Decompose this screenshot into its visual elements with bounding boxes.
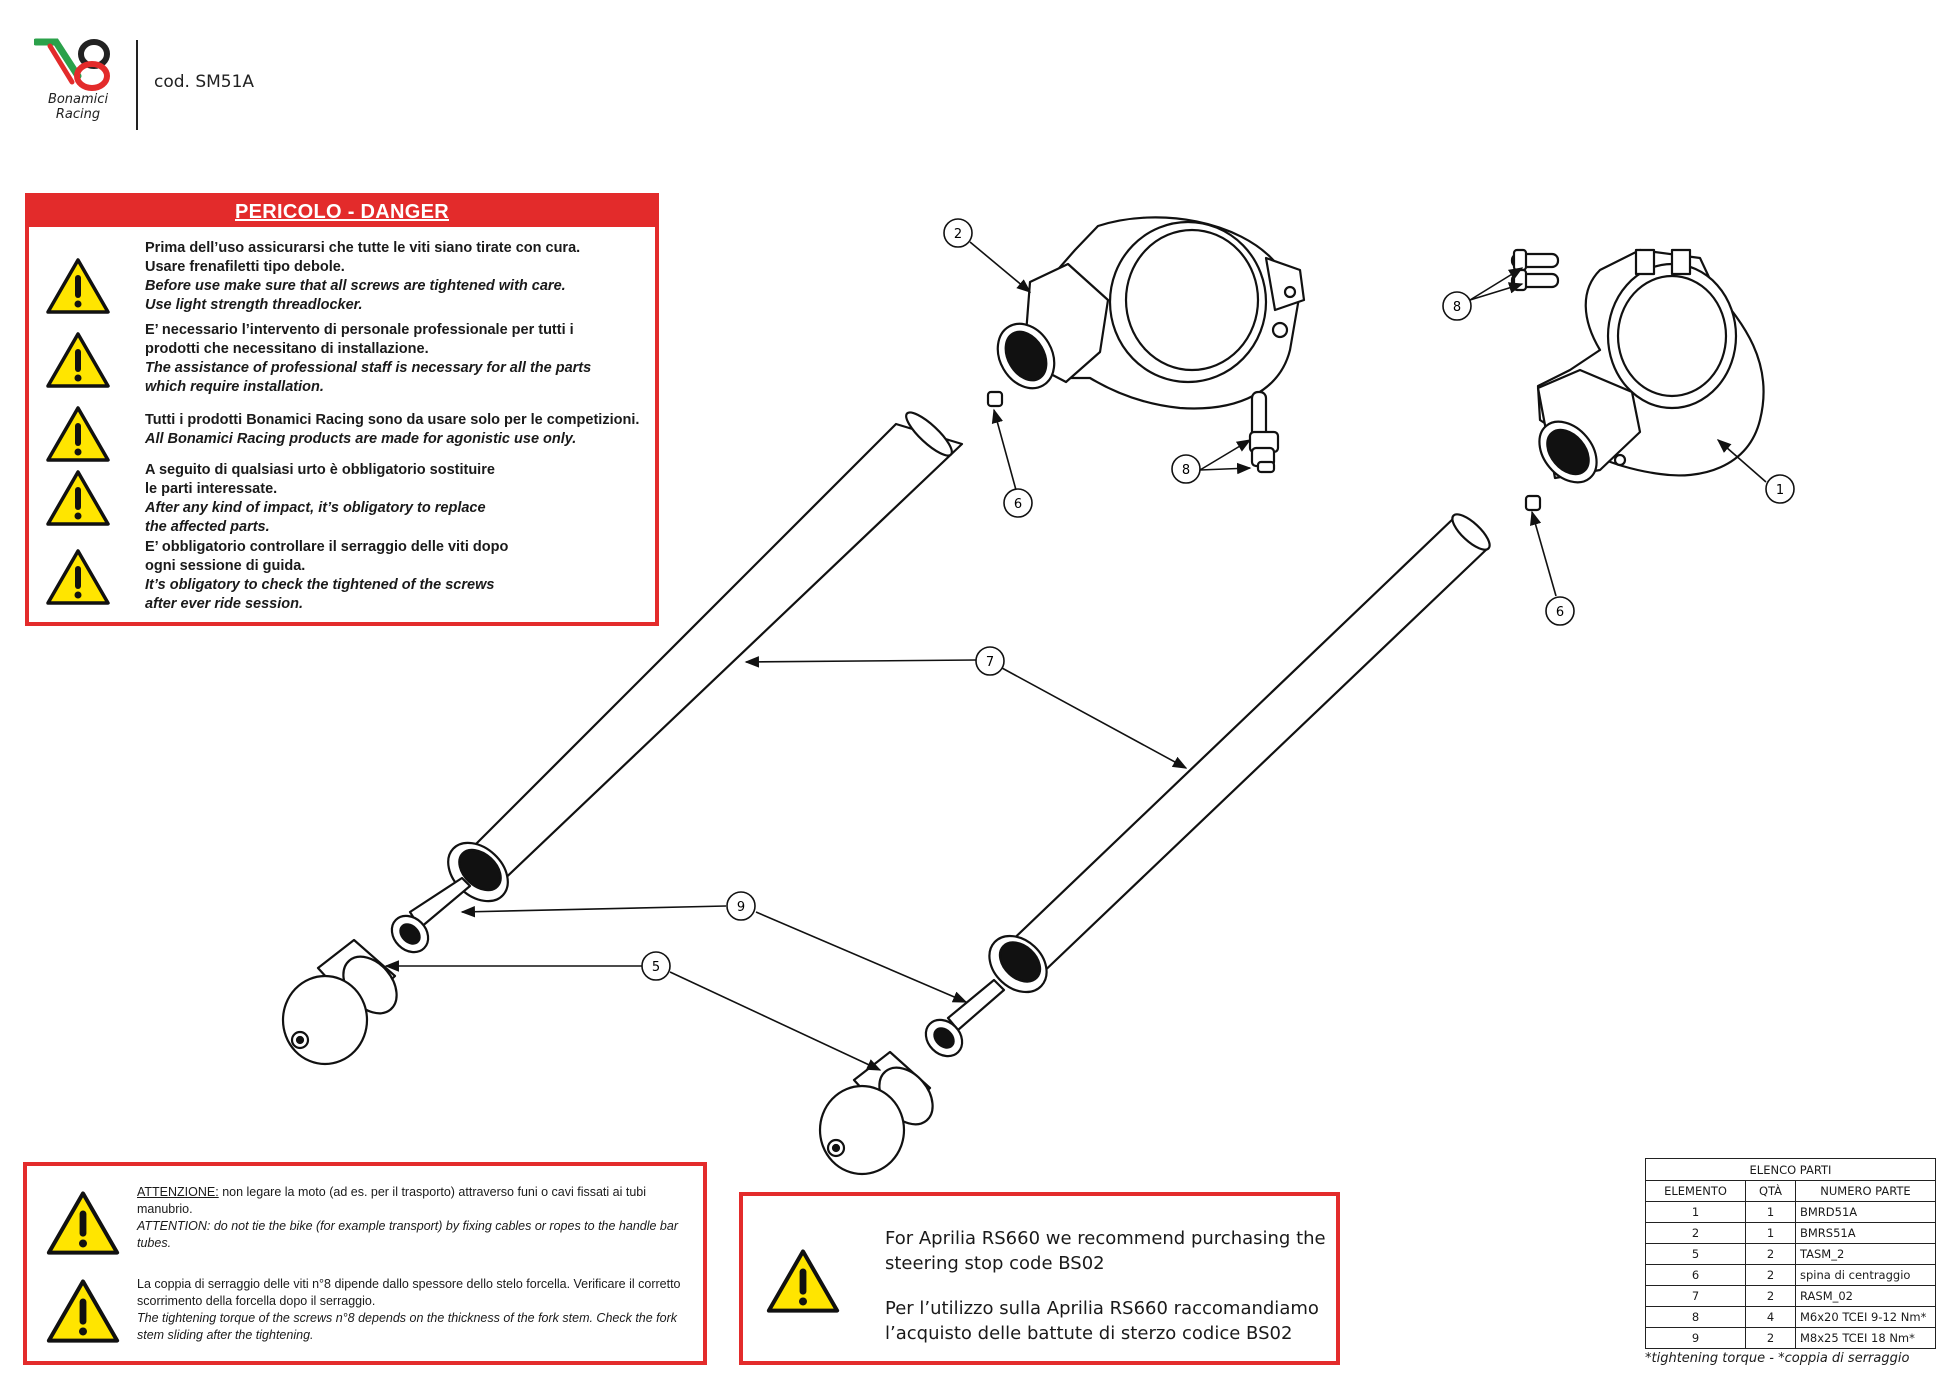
callout-number: 8: [1182, 463, 1190, 478]
header-divider: [136, 40, 138, 130]
callout-number: 1: [1776, 483, 1784, 498]
bar-end-cap: [818, 1050, 934, 1176]
recommendation-en: For Aprilia RS660 we recommend purchasin…: [885, 1228, 1326, 1274]
danger-item-it: E’ obbligatorio controllare il serraggio…: [145, 539, 509, 555]
bar-end-cap: [281, 938, 398, 1066]
attention-item: La coppia di serraggio delle viti n°8 di…: [27, 1276, 703, 1356]
centering-pin: [986, 390, 1004, 408]
recommendation-panel: For Aprilia RS660 we recommend purchasin…: [739, 1192, 1340, 1365]
handlebar-tube-left: [447, 411, 964, 903]
brand-logo: Bonamici Racing: [28, 36, 128, 128]
callout: 7: [975, 646, 1005, 676]
danger-item-it: ogni sessione di guida.: [145, 558, 306, 574]
qty-cell: 2: [1745, 1327, 1796, 1349]
part-number-cell: RASM_02: [1795, 1285, 1936, 1307]
column-header: QTÀ: [1745, 1180, 1796, 1202]
danger-item-it: prodotti che necessitano di installazion…: [145, 341, 429, 357]
danger-item: Tutti i prodotti Bonamici Racing sono da…: [29, 406, 655, 462]
callout-number: 6: [1556, 605, 1564, 620]
clamp-screw: [1248, 390, 1280, 474]
callout: 1: [1765, 474, 1795, 504]
danger-item: E’ obbligatorio controllare il serraggio…: [29, 538, 655, 618]
handlebar-tube-right: [988, 513, 1491, 994]
parts-header-row: ELEMENTO QTÀ NUMERO PARTE: [1645, 1180, 1936, 1202]
danger-item-en: Before use make sure that all screws are…: [145, 278, 566, 294]
part-number-cell: M8x25 TCEI 18 Nm*: [1795, 1327, 1936, 1349]
danger-item-en: the affected parts.: [145, 519, 270, 535]
danger-item-en: It’s obligatory to check the tightened o…: [145, 577, 495, 593]
attention-item: ATTENZIONE: non legare la moto (ad es. p…: [27, 1184, 703, 1264]
torque-text-en: The tightening torque of the screws n°8 …: [137, 1311, 678, 1342]
clamp-screw: [1510, 248, 1560, 292]
top-clamp-left: [996, 216, 1306, 410]
danger-item-it: Tutti i prodotti Bonamici Racing sono da…: [145, 412, 640, 428]
leader-lines: [384, 241, 1767, 1071]
danger-item: A seguito di qualsiasi urto è obbligator…: [29, 461, 655, 539]
warning-triangle-icon: [46, 332, 110, 388]
callout-number: 2: [954, 227, 962, 242]
warning-triangle-icon: [46, 1279, 120, 1343]
danger-item-en: The assistance of professional staff is …: [145, 360, 592, 376]
torque-footnote: *tightening torque - *coppia di serraggi…: [1645, 1351, 1910, 1366]
danger-item: Prima dell’uso assicurarsi che tutte le …: [29, 239, 655, 317]
danger-item: E’ necessario l’intervento di personale …: [29, 321, 655, 401]
part-number-cell: BMRS51A: [1795, 1222, 1936, 1244]
parts-list-table: ELENCO PARTI ELEMENTO QTÀ NUMERO PARTE 1…: [1645, 1158, 1936, 1349]
attention-panel: ATTENZIONE: non legare la moto (ad es. p…: [23, 1162, 707, 1365]
danger-item-en: which require installation.: [145, 379, 324, 395]
parts-list-title: ELENCO PARTI: [1645, 1158, 1936, 1181]
column-header: NUMERO PARTE: [1795, 1180, 1936, 1202]
callout-number: 5: [652, 960, 660, 975]
callout: 2: [943, 218, 973, 248]
bar-end-bolt: [924, 978, 1006, 1058]
danger-title: PERICOLO - DANGER: [29, 197, 655, 227]
callout-number: 6: [1014, 497, 1022, 512]
attention-text-en: ATTENTION: do not tie the bike (for exam…: [137, 1219, 678, 1250]
warning-triangle-icon: [766, 1249, 840, 1313]
torque-text-it: La coppia di serraggio delle viti n°8 di…: [137, 1277, 681, 1308]
callout: 5: [641, 951, 671, 981]
callout: 8: [1442, 291, 1472, 321]
attention-text-it: non legare la moto (ad es. per il traspo…: [137, 1185, 647, 1216]
danger-item-it: Prima dell’uso assicurarsi che tutte le …: [145, 240, 581, 256]
danger-item-it: Usare frenafiletti tipo debole.: [145, 259, 345, 275]
danger-item-it: E’ necessario l’intervento di personale …: [145, 322, 574, 338]
product-code: cod. SM51A: [154, 72, 255, 92]
callout: 9: [726, 891, 756, 921]
attention-label: ATTENZIONE:: [137, 1185, 219, 1199]
warning-triangle-icon: [46, 549, 110, 605]
danger-item-en: After any kind of impact, it’s obligator…: [145, 500, 486, 516]
callout-number: 9: [737, 900, 745, 915]
warning-triangle-icon: [46, 1191, 120, 1255]
part-number-cell: BMRD51A: [1795, 1201, 1936, 1223]
danger-item-en: All Bonamici Racing products are made fo…: [145, 431, 577, 447]
warning-triangle-icon: [46, 406, 110, 462]
brand-name-line2: Racing: [55, 107, 101, 122]
danger-panel: PERICOLO - DANGER Prima dell’uso assicur…: [25, 193, 659, 626]
bonamici-logo-icon: [34, 38, 110, 91]
brand-name-line1: Bonamici: [47, 92, 109, 107]
callout-number: 8: [1453, 300, 1461, 315]
warning-triangle-icon: [46, 258, 110, 314]
warning-triangle-icon: [46, 470, 110, 526]
column-header: ELEMENTO: [1645, 1180, 1746, 1202]
top-clamp-right: [1536, 248, 1765, 484]
danger-item-en: after ever ride session.: [145, 596, 303, 612]
callout: 8: [1171, 454, 1201, 484]
centering-pin: [1524, 494, 1542, 512]
danger-item-it: le parti interessate.: [145, 481, 278, 497]
danger-item-en: Use light strength threadlocker.: [145, 297, 363, 313]
recommendation-it: Per l’utilizzo sulla Aprilia RS660 racco…: [885, 1298, 1319, 1344]
callout: 6: [1003, 488, 1033, 518]
bar-end-bolt: [390, 876, 472, 954]
danger-item-it: A seguito di qualsiasi urto è obbligator…: [145, 462, 495, 478]
callout-number: 7: [986, 655, 994, 670]
callouts: 2 8 6 8 1 6 7 9 5: [641, 218, 1795, 981]
callout: 6: [1545, 596, 1575, 626]
